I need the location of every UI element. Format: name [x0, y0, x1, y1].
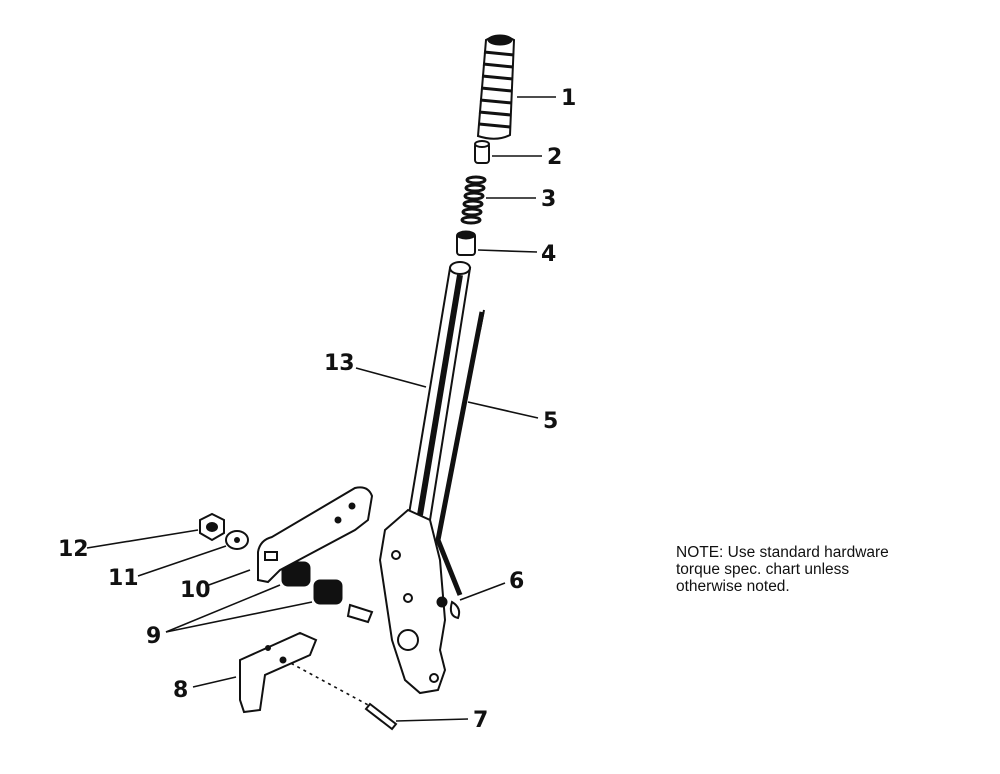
part-6-clip	[436, 596, 461, 620]
leader-lines	[86, 96, 556, 722]
part-10-link-arm	[257, 486, 374, 584]
part-12-nut	[199, 512, 225, 542]
part-9-bushings	[281, 561, 374, 624]
part-8-clevis	[239, 631, 318, 714]
callout-3: 3	[541, 187, 556, 212]
callout-1: 1	[561, 86, 576, 111]
note-line-3: otherwise noted.	[676, 578, 790, 595]
callout-7: 7	[473, 708, 488, 733]
callout-9: 9	[146, 624, 161, 649]
callout-12: 12	[58, 537, 89, 562]
note-line-2: torque spec. chart unless	[676, 561, 850, 578]
part-5-rod	[435, 309, 485, 596]
callout-10: 10	[180, 578, 211, 603]
part-7-pin	[284, 659, 398, 731]
callout-11: 11	[108, 566, 139, 591]
callout-4: 4	[541, 242, 556, 267]
part-3-spring	[460, 175, 487, 225]
part-4-bushing	[456, 230, 476, 256]
callout-13: 13	[324, 351, 355, 376]
callout-8: 8	[173, 678, 188, 703]
part-1-grip	[476, 34, 516, 140]
torque-note: NOTE: Use standard hardware torque spec.…	[676, 544, 976, 595]
part-11-washer	[225, 530, 249, 550]
part-2-sleeve	[474, 140, 490, 164]
callout-labels: 1 2 3 4 5 6 7 8 9 10 11 12 13	[58, 86, 576, 733]
callout-6: 6	[509, 569, 524, 594]
callout-2: 2	[547, 145, 562, 170]
part-13-lever	[378, 261, 472, 695]
note-line-1: NOTE: Use standard hardware	[676, 544, 889, 561]
callout-5: 5	[543, 409, 558, 434]
